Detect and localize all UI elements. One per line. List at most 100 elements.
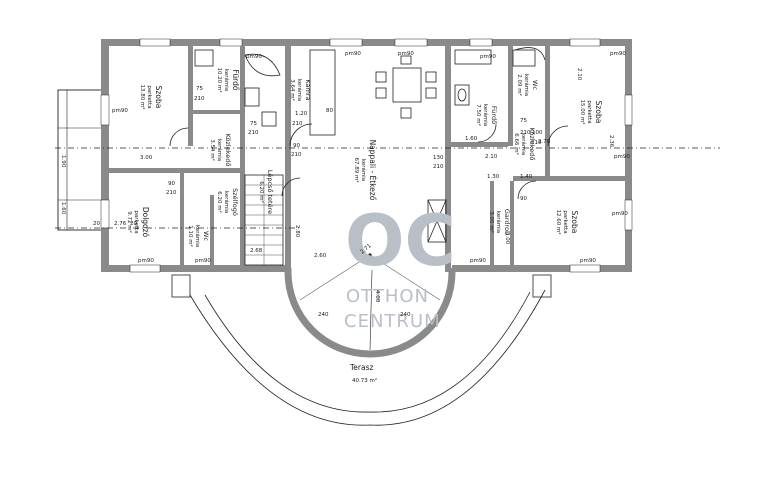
svg-text:2.76: 2.76 <box>114 221 127 227</box>
room-label: Dolgozó parketta 9.72 m² <box>126 207 150 238</box>
svg-text:Gardrob: Gardrob <box>503 209 511 235</box>
room-label: Wc kerámia 1.10 m² <box>187 225 210 247</box>
room-label: Közlekedő kerámia 3.54 m² <box>209 134 233 167</box>
bay-window <box>284 253 456 358</box>
svg-text:240: 240 <box>400 312 411 318</box>
svg-text:90: 90 <box>293 143 300 149</box>
svg-text:12.60 m²: 12.60 m² <box>555 209 562 234</box>
svg-text:3.00: 3.00 <box>504 232 510 245</box>
svg-text:1.20: 1.20 <box>295 111 308 117</box>
svg-text:parketta: parketta <box>133 210 139 233</box>
svg-text:75: 75 <box>520 118 527 124</box>
svg-text:pm90: pm90 <box>614 154 630 160</box>
svg-text:2.10: 2.10 <box>576 68 582 81</box>
svg-text:130: 130 <box>433 155 444 161</box>
svg-text:parketta: parketta <box>146 85 152 108</box>
svg-text:kerámia: kerámia <box>523 74 530 96</box>
svg-text:210: 210 <box>292 121 303 127</box>
svg-text:pm90: pm90 <box>345 51 361 57</box>
watermark-line1: OTTHON <box>346 286 429 307</box>
svg-text:7.50 m²: 7.50 m² <box>475 104 482 126</box>
room-label: Szoba parketta 12.60 m² <box>555 209 579 234</box>
svg-text:2.36: 2.36 <box>608 135 614 148</box>
svg-text:Közlekedő: Közlekedő <box>224 134 233 167</box>
svg-text:kerámia: kerámia <box>223 191 230 213</box>
svg-text:Dolgozó: Dolgozó <box>141 207 150 238</box>
svg-text:pm90: pm90 <box>612 211 628 217</box>
svg-text:pm90: pm90 <box>246 54 262 60</box>
svg-text:210: 210 <box>531 140 542 146</box>
svg-text:kerámia: kerámia <box>194 225 201 247</box>
svg-text:parketta: parketta <box>562 210 568 233</box>
svg-text:kerámia: kerámia <box>482 104 489 126</box>
svg-text:Szoba: Szoba <box>570 211 579 234</box>
svg-text:2.10: 2.10 <box>485 154 498 160</box>
room-label: Szoba parketta 13.80 m² <box>139 84 163 109</box>
svg-text:210: 210 <box>520 130 531 136</box>
svg-text:13.80 m²: 13.80 m² <box>139 84 146 109</box>
svg-text:Terasz: Terasz <box>349 363 374 372</box>
svg-text:20: 20 <box>130 221 137 227</box>
svg-text:Wc: Wc <box>202 231 210 241</box>
svg-text:parketta: parketta <box>586 100 592 123</box>
svg-text:Wc: Wc <box>531 80 539 90</box>
room-label: Nappali - Étkező kerámia 67.89 m² <box>353 140 377 201</box>
outer-walls <box>100 38 633 273</box>
svg-text:Szoba: Szoba <box>154 86 163 109</box>
svg-text:2.09 m²: 2.09 m² <box>516 74 523 96</box>
watermark-logo: OC OTTHON CENTRUM <box>344 200 456 332</box>
svg-text:75: 75 <box>250 121 257 127</box>
room-label: Közlekedő kerámia 6.66 m² <box>513 128 537 161</box>
svg-text:pm90: pm90 <box>610 51 626 57</box>
svg-text:pm90: pm90 <box>112 108 128 114</box>
svg-text:210: 210 <box>248 130 259 136</box>
svg-text:1.90: 1.90 <box>60 155 66 168</box>
svg-text:pm90: pm90 <box>195 258 211 264</box>
svg-text:210: 210 <box>433 164 444 170</box>
room-label: Szélfogó kerámia 6.20 m² <box>216 188 239 216</box>
svg-text:kerámia: kerámia <box>296 79 303 101</box>
terrace <box>171 274 552 426</box>
room-label: Szoba parketta 15.00 m² <box>579 99 603 124</box>
svg-text:Nappali - Étkező: Nappali - Étkező <box>368 140 377 201</box>
svg-text:3.64 m²: 3.64 m² <box>289 79 296 101</box>
svg-text:1.60: 1.60 <box>60 202 66 215</box>
svg-text:3.05 m²: 3.05 m² <box>488 211 495 233</box>
svg-text:kerámia: kerámia <box>520 133 527 155</box>
svg-text:40.73 m²: 40.73 m² <box>352 377 377 384</box>
svg-text:pm90: pm90 <box>138 258 154 264</box>
svg-text:90: 90 <box>520 196 527 202</box>
room-label: Wc kerámia 2.09 m² <box>516 74 539 96</box>
interior-walls <box>109 46 625 272</box>
svg-text:1.10 m²: 1.10 m² <box>187 225 194 247</box>
svg-text:2.70: 2.70 <box>538 139 551 145</box>
svg-text:6.20 m²: 6.20 m² <box>216 191 223 213</box>
svg-text:1.40: 1.40 <box>520 174 533 180</box>
room-label: Fürdő kerámia 10.20 m² <box>216 67 240 92</box>
svg-text:1.30: 1.30 <box>487 174 500 180</box>
svg-text:pm90: pm90 <box>480 54 496 60</box>
svg-text:Közlekedő: Közlekedő <box>528 128 537 161</box>
svg-text:kerámia: kerámia <box>360 159 367 181</box>
svg-text:4.00: 4.00 <box>374 290 380 303</box>
svg-text:Fürdő: Fürdő <box>490 106 499 124</box>
svg-text:6.20 m²: 6.20 m² <box>258 181 265 203</box>
svg-text:kerámia: kerámia <box>223 69 230 91</box>
svg-text:90: 90 <box>168 181 175 187</box>
dimension-labels: 3.00 90 210 75 210 1.90 1.60 20 2.76 20 … <box>60 51 630 318</box>
svg-text:2.60: 2.60 <box>314 253 327 259</box>
svg-text:pm90: pm90 <box>470 258 486 264</box>
svg-text:2.80: 2.80 <box>294 225 300 238</box>
svg-text:80: 80 <box>326 108 333 114</box>
svg-text:210: 210 <box>291 152 302 158</box>
svg-text:3.54 m²: 3.54 m² <box>209 139 216 161</box>
svg-text:6.66 m²: 6.66 m² <box>513 133 520 155</box>
svg-text:Kamra: Kamra <box>304 79 312 100</box>
svg-text:Szoba: Szoba <box>594 101 603 124</box>
room-label: Fürdő kerámia 7.50 m² <box>475 104 499 126</box>
svg-text:2.68: 2.68 <box>250 248 263 254</box>
room-label: Lépcső tetére 6.20 m² <box>258 170 275 214</box>
svg-text:10.20 m²: 10.20 m² <box>216 67 223 92</box>
svg-text:kerámia: kerámia <box>495 211 502 233</box>
